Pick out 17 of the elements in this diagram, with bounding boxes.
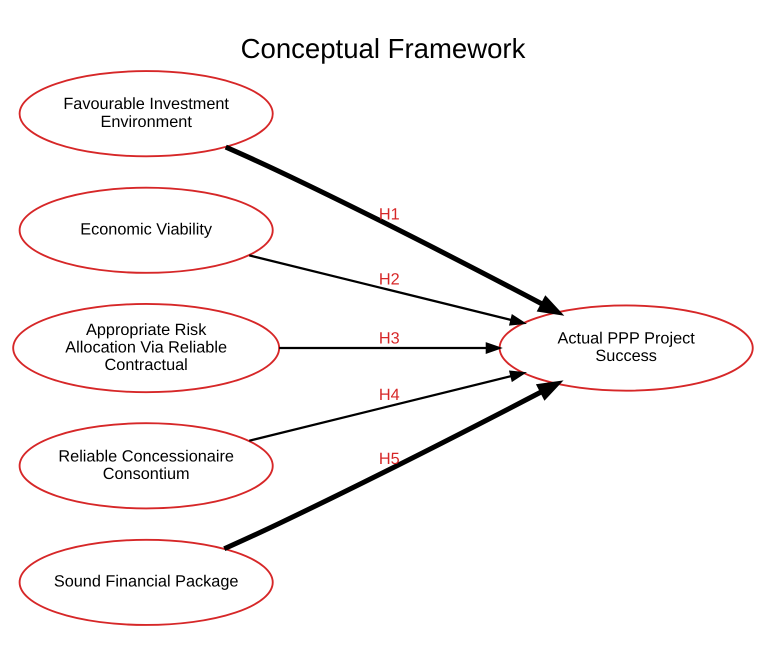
node-ellipse: Sound Financial Package: [18, 538, 274, 626]
node-ellipse: Economic Viability: [18, 186, 274, 274]
edge-label: H3: [378, 329, 400, 348]
node-ellipse: Actual PPP Project Success: [498, 304, 754, 392]
edge-label: H4: [378, 385, 400, 404]
arrow: [279, 342, 503, 354]
arrow: [224, 144, 564, 316]
edge-label: H2: [378, 270, 400, 288]
edge-label: H5: [378, 449, 400, 468]
node-ellipse: Favourable Investment Environment: [18, 70, 274, 157]
diagram-title: Conceptual Framework: [240, 32, 526, 64]
edge-label: H1: [378, 204, 400, 223]
node-ellipse: Reliable Concessionaire Consontium: [18, 422, 274, 509]
arrow: [223, 380, 564, 551]
arrow: [249, 254, 527, 326]
arrow: [249, 370, 527, 442]
node-ellipse: Appropriate Risk Allocation Via Reliable Contractual: [12, 302, 280, 393]
